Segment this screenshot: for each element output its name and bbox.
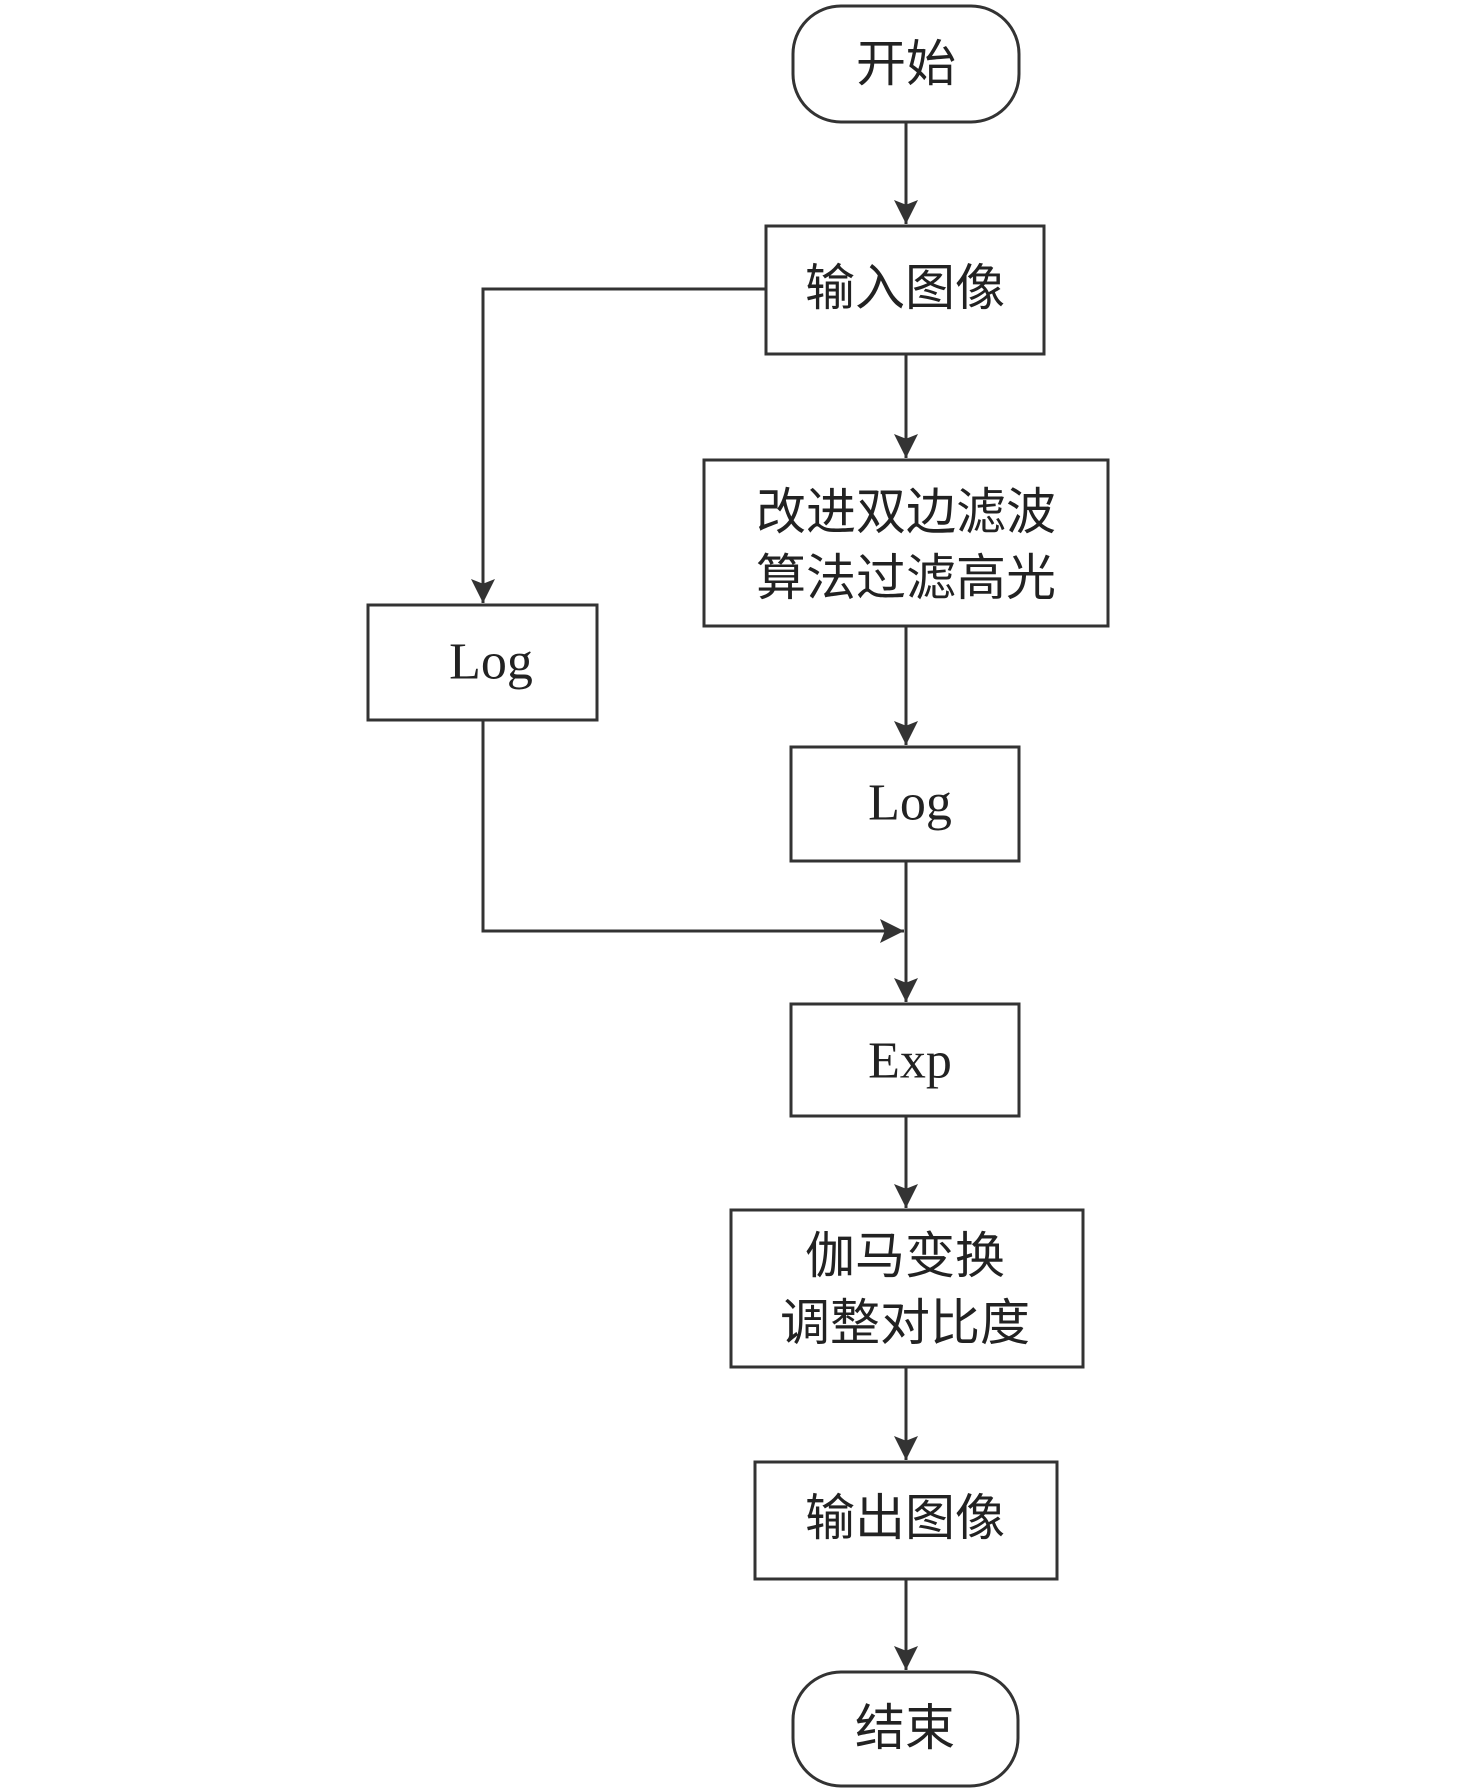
node-label-line-1: 伽马变换 <box>805 1227 1005 1285</box>
process-shape <box>789 1002 1021 1118</box>
node-label: Log <box>868 775 952 832</box>
node-label: 开始 <box>856 35 956 93</box>
node-label-line-1: 改进双边滤波 <box>756 483 1056 541</box>
node-output-image: 输出图像 <box>753 1460 1059 1581</box>
terminal-shape <box>791 1670 1020 1788</box>
node-label: 输入图像 <box>805 259 1005 317</box>
process-shape <box>366 603 599 722</box>
node-label: 结束 <box>855 1699 955 1757</box>
process-shape <box>753 1460 1059 1581</box>
node-bilateral-filter: 改进双边滤波 算法过滤高光 <box>702 458 1110 628</box>
edges <box>471 122 918 1670</box>
node-label: Exp <box>868 1033 952 1090</box>
node-log-left: Log <box>366 603 599 722</box>
node-start: 开始 <box>791 4 1021 124</box>
terminal-shape <box>791 4 1021 124</box>
node-label: 输出图像 <box>805 1489 1005 1547</box>
edge-log-left-to-merge <box>481 720 904 943</box>
node-label: Log <box>449 634 533 691</box>
node-log-right: Log <box>789 745 1021 863</box>
process-shape <box>789 745 1021 863</box>
process-shape <box>764 224 1046 356</box>
node-end: 结束 <box>791 1670 1020 1788</box>
node-label-line-2: 调整对比度 <box>780 1294 1030 1352</box>
node-input-image: 输入图像 <box>764 224 1046 356</box>
node-gamma-transform: 伽马变换 调整对比度 <box>729 1208 1085 1369</box>
process-shape <box>702 458 1110 628</box>
node-exp: Exp <box>789 1002 1021 1118</box>
edge-input-to-log-left <box>471 287 766 603</box>
process-shape <box>729 1208 1085 1369</box>
node-label-line-2: 算法过滤高光 <box>756 549 1056 607</box>
